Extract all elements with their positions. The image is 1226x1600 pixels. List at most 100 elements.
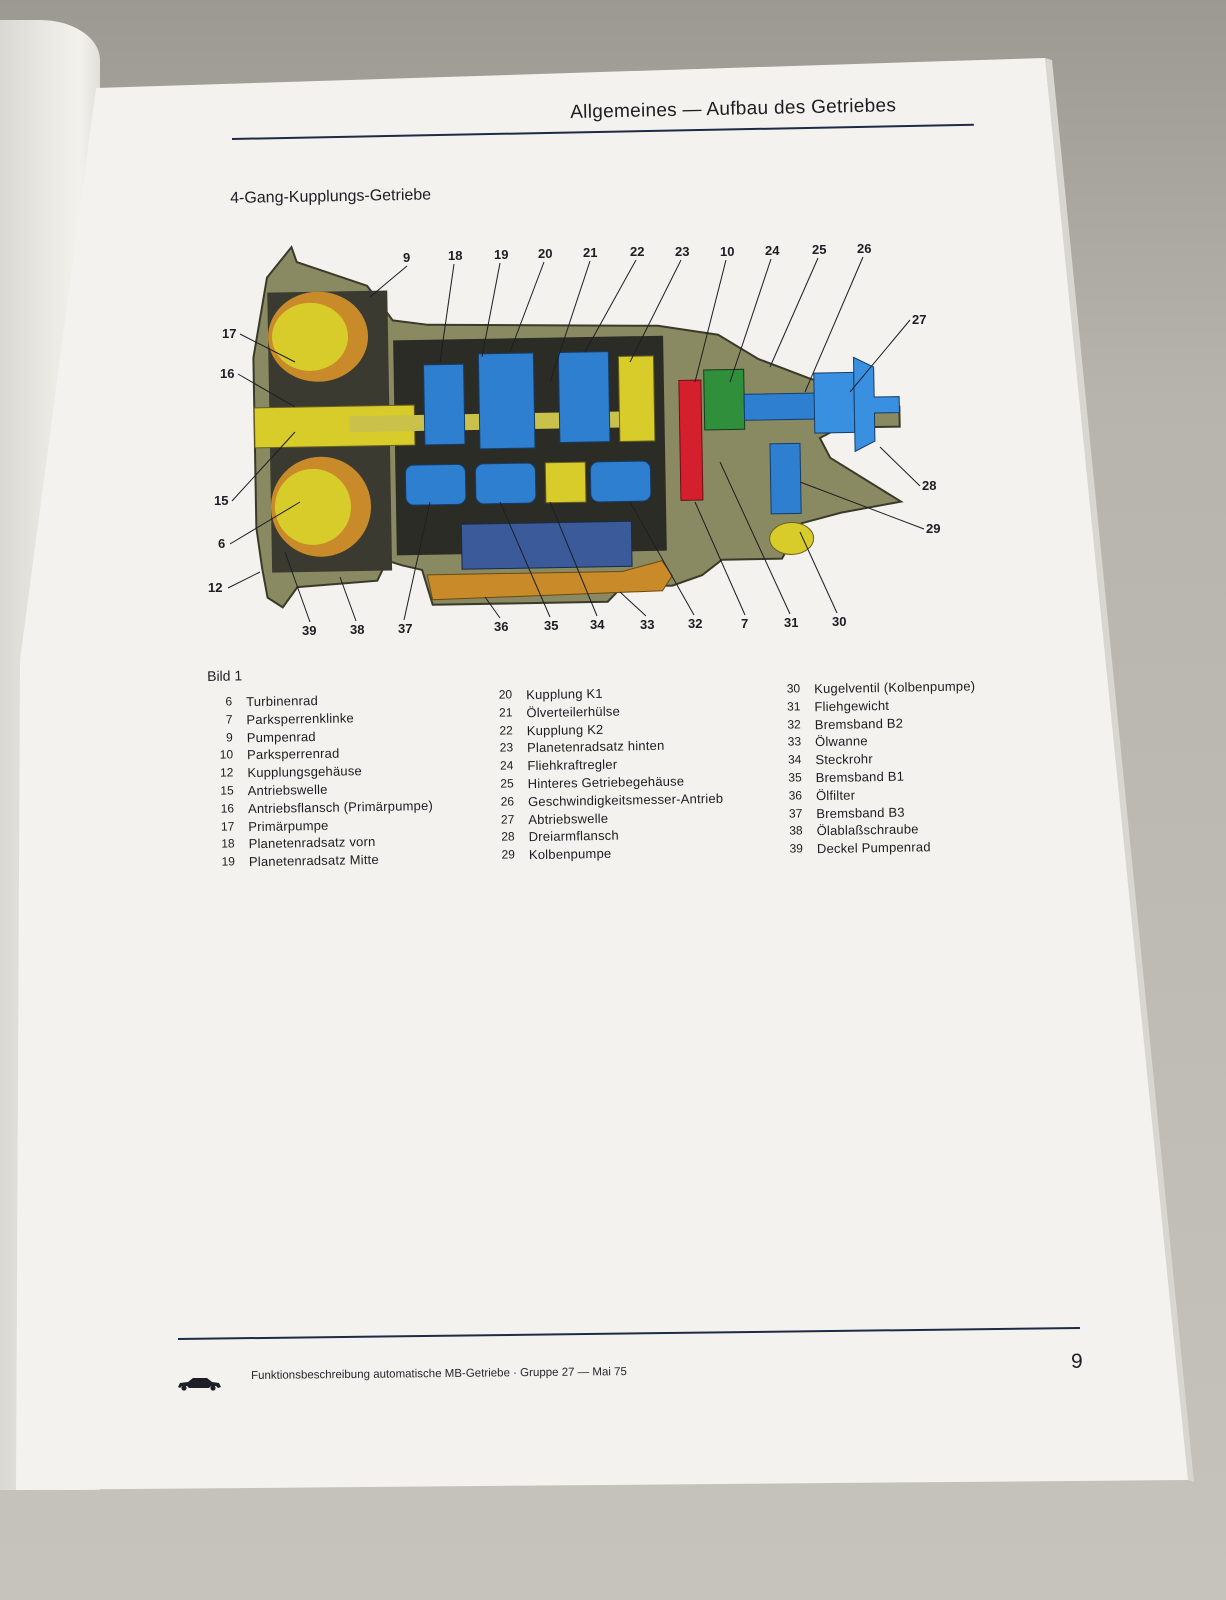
legend-label: Turbinenrad <box>246 692 319 710</box>
legend-number: 29 <box>501 847 516 862</box>
callout-9: 9 <box>403 250 410 265</box>
legend-label: Planetenradsatz vorn <box>248 834 376 852</box>
legend-label: Kupplungsgehäuse <box>247 763 363 781</box>
legend-number: 21 <box>498 705 513 720</box>
callout-25: 25 <box>812 242 826 257</box>
legend-number: 10 <box>219 747 234 763</box>
legend-label: Parksperrenklinke <box>246 710 355 727</box>
car-icon <box>178 1378 221 1391</box>
legend-number: 22 <box>499 723 513 738</box>
section-title: 4-Gang-Kupplungs-Getriebe <box>230 186 432 207</box>
legend-label: Antriebswelle <box>247 781 328 799</box>
legend-number: 33 <box>787 734 802 750</box>
callout-15: 15 <box>214 493 228 508</box>
callout-18: 18 <box>448 248 462 263</box>
callout-35: 35 <box>544 618 558 633</box>
callout-17: 17 <box>222 326 236 341</box>
legend-number: 17 <box>220 819 235 834</box>
legend-label: Ölablaßschraube <box>816 821 919 839</box>
legend-label: Deckel Pumpenrad <box>816 839 931 857</box>
legend-label: Bremsband B3 <box>816 804 905 821</box>
callout-21: 21 <box>583 245 597 260</box>
callout-16: 16 <box>220 366 234 381</box>
legend-number: 32 <box>787 717 801 732</box>
legend-label: Planetenradsatz Mitte <box>248 852 379 870</box>
callout-28: 28 <box>922 478 936 493</box>
legend-label: Geschwindigkeitsmesser-Antrieb <box>527 790 724 809</box>
legend-label: Ölverteilerhülse <box>526 703 621 720</box>
legend-label: Fliehkraftregler <box>527 756 618 774</box>
legend-number: 34 <box>787 752 802 767</box>
legend-number: 28 <box>501 829 515 845</box>
legend-number: 30 <box>786 681 801 696</box>
legend-number: 39 <box>789 841 804 856</box>
callout-12: 12 <box>208 580 222 595</box>
callout-26: 26 <box>857 241 871 256</box>
legend-row: 30 Kugelventil (Kolbenpumpe) <box>768 677 976 698</box>
legend-label: Abtriebswelle <box>528 810 609 827</box>
callout-32: 32 <box>688 616 702 631</box>
legend-number: 31 <box>786 699 801 714</box>
legend-label: Steckrohr <box>815 751 873 768</box>
callout-7: 7 <box>741 616 748 631</box>
legend-number: 23 <box>499 740 514 756</box>
callout-31: 31 <box>784 615 798 630</box>
callout-27: 27 <box>912 312 926 327</box>
page-number: 9 <box>1071 1350 1083 1373</box>
callout-6: 6 <box>218 536 225 551</box>
legend-number: 37 <box>788 806 803 821</box>
callout-22: 22 <box>630 244 644 259</box>
legend-label: Parksperrenrad <box>246 745 340 763</box>
callout-38: 38 <box>350 622 364 637</box>
callout-33: 33 <box>640 617 654 632</box>
legend-number: 9 <box>225 730 233 745</box>
transmission-diagram: 9 18 19 20 21 22 23 10 24 25 26 17 16 15… <box>208 241 940 638</box>
callout-34: 34 <box>590 617 605 632</box>
legend-label: Antriebsflansch (Primärpumpe) <box>247 797 434 816</box>
callout-24: 24 <box>765 243 780 258</box>
legend-number: 35 <box>788 770 802 785</box>
legend-column-2: 20 Kupplung K1 21 Ölverteilerhülse 22 Kupplun… <box>480 683 724 865</box>
callout-19: 19 <box>494 247 508 262</box>
legend-number: 7 <box>225 712 233 727</box>
legend-number: 12 <box>219 765 234 780</box>
legend-number: 18 <box>221 836 235 852</box>
legend-number: 19 <box>221 854 236 869</box>
legend-label: Pumpenrad <box>246 728 316 745</box>
legend-number: 27 <box>500 812 515 827</box>
callout-29: 29 <box>926 521 940 536</box>
legend-label: Ölwanne <box>814 733 868 750</box>
legend-number: 24 <box>499 758 514 773</box>
legend-number: 38 <box>789 823 803 839</box>
legend-label: Primärpumpe <box>248 817 329 834</box>
callout-10: 10 <box>720 244 734 259</box>
legend-label: Ölfilter <box>815 787 856 803</box>
callout-23: 23 <box>675 244 689 259</box>
callout-39: 39 <box>302 623 316 638</box>
legend-number: 6 <box>225 694 233 709</box>
legend-row: 39 Deckel Pumpenrad <box>771 838 978 859</box>
callout-30: 30 <box>832 614 846 629</box>
callout-37: 37 <box>398 621 412 636</box>
figure-caption: Bild 1 <box>207 667 243 684</box>
legend-label: Planetenradsatz hinten <box>526 738 665 756</box>
legend-column-3: 30 Kugelventil (Kolbenpumpe) 31 Fliehgewich… <box>768 677 978 859</box>
legend-label: Bremsband B2 <box>814 715 904 732</box>
legend-label: Kugelventil (Kolbenpumpe) <box>814 678 976 697</box>
legend-label: Kolbenpumpe <box>528 845 612 863</box>
legend-label: Kupplung K1 <box>526 685 603 703</box>
legend-number: 25 <box>500 776 514 791</box>
callout-20: 20 <box>538 246 552 261</box>
legend-number: 20 <box>498 687 513 702</box>
legend-label: Dreiarmflansch <box>528 827 619 845</box>
legend-number: 15 <box>220 783 234 798</box>
legend-number: 36 <box>788 788 803 803</box>
legend-label: Fliehgewicht <box>814 697 890 714</box>
callout-36: 36 <box>494 619 508 634</box>
legend-number: 16 <box>220 801 235 816</box>
legend-number: 26 <box>500 794 515 809</box>
legend-column-1: 6 Turbinenrad 7 Parksperrenklinke 9 Pumpenrad… <box>200 690 434 872</box>
legend-label: Bremsband B1 <box>815 768 905 786</box>
legend-label: Kupplung K2 <box>526 721 604 738</box>
